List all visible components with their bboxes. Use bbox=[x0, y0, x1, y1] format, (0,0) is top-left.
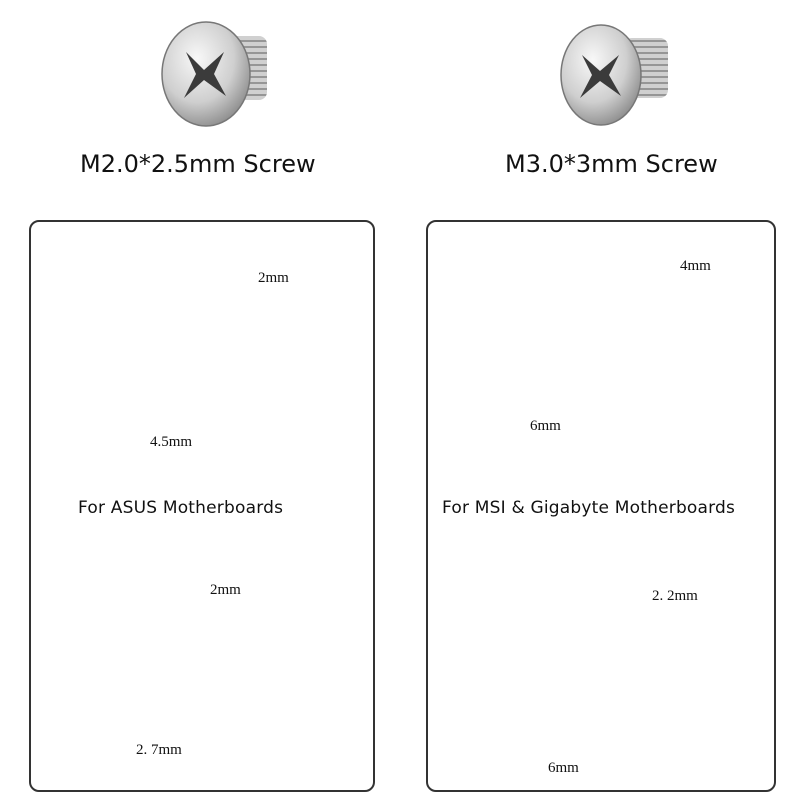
asus-panel bbox=[29, 220, 375, 792]
msi-standoff-b-body-dim: 6mm bbox=[548, 760, 579, 776]
asus-standoff-b-thread-dim: 2mm bbox=[210, 582, 241, 598]
msi-gigabyte-panel bbox=[426, 220, 776, 792]
screw-label-m3: M3.0*3mm Screw bbox=[505, 150, 718, 178]
msi-gigabyte-caption: For MSI & Gigabyte Motherboards bbox=[442, 498, 736, 518]
screw-label-m2: M2.0*2.5mm Screw bbox=[80, 150, 316, 178]
msi-standoff-a-body-dim: 6mm bbox=[530, 418, 561, 434]
asus-standoff-b-body-dim: 2. 7mm bbox=[136, 742, 182, 758]
flat-head-screw-small-icon bbox=[161, 21, 267, 127]
asus-standoff-a-body-dim: 4.5mm bbox=[150, 434, 193, 450]
msi-standoff-b-thread-dim: 2. 2mm bbox=[652, 588, 698, 604]
flat-head-screw-large-icon bbox=[560, 24, 668, 126]
asus-standoff-a-thread-dim: 2mm bbox=[258, 270, 289, 286]
asus-caption: For ASUS Motherboards bbox=[78, 498, 284, 518]
msi-standoff-a-thread-dim: 4mm bbox=[680, 258, 711, 274]
